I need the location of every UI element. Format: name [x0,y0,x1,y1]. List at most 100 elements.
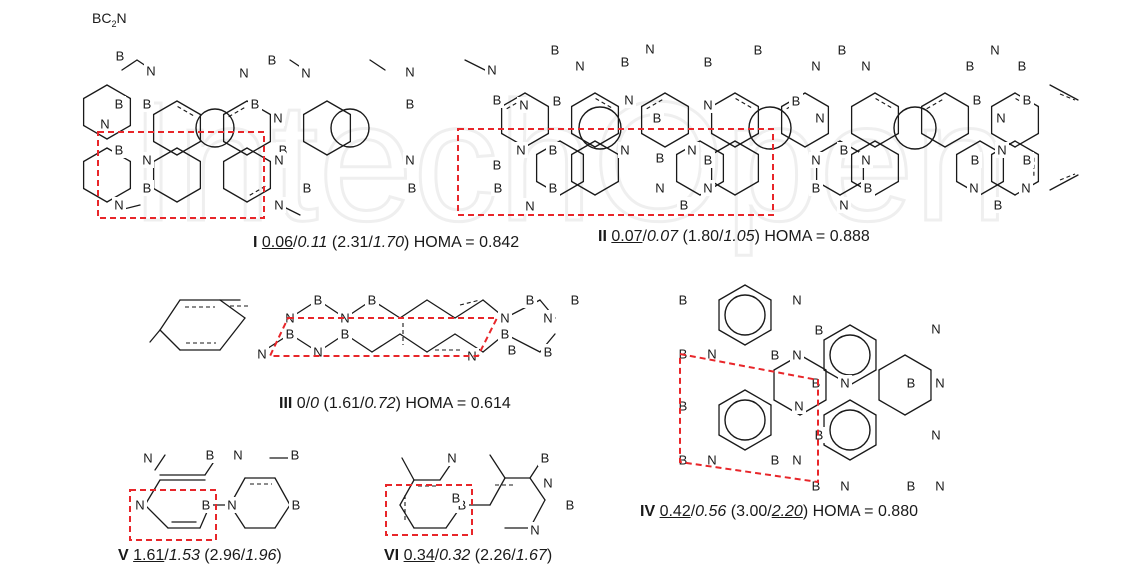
boron-atom: B [202,498,211,513]
boron-atom: B [815,323,824,338]
atom-mask [365,292,379,308]
atom-mask [490,157,504,173]
aromatic-bond [247,185,266,197]
nitrogen-atom: N [794,399,803,414]
atom-mask [272,152,286,168]
boron-atom: B [508,343,517,358]
atom-mask [311,292,325,308]
bond [144,479,161,506]
boron-atom: B [501,327,510,342]
nitrogen-atom: N [931,428,940,443]
nitrogen-atom: N [543,311,552,326]
atom-mask [541,475,555,491]
bond [274,477,291,506]
atom-mask [403,96,417,112]
atom-mask [809,58,823,74]
bond [744,329,772,346]
boron-atom: B [771,453,780,468]
atom-mask [112,96,126,112]
bond [399,479,415,506]
bond [710,132,736,148]
boron-atom: B [704,153,713,168]
nitrogen-atom: N [114,198,123,213]
bond [399,504,415,529]
nitrogen-atom: N [239,66,248,81]
bond [82,84,108,100]
boron-atom: B [268,53,277,68]
boron-atom: B [973,93,982,108]
atom-mask [929,321,943,337]
boron-atom: B [549,143,558,158]
bond [699,140,725,156]
atom-mask [528,522,542,538]
bond [734,180,760,196]
aromatic-ring [829,409,871,451]
nitrogen-atom: N [405,153,414,168]
nitrogen-atom: N [840,376,849,391]
highlight-box [129,489,217,541]
nitrogen-atom: N [257,347,266,362]
bond [82,147,108,163]
atom-mask [809,152,823,168]
atom-mask [701,97,715,113]
bond [176,100,202,116]
atom-mask [541,344,555,360]
atom-mask [140,180,154,196]
caption-III: III 0/0 (1.61/0.72) HOMA = 0.614 [279,395,511,412]
caption-VI: VI 0.34/0.32 (2.26/1.67) [384,547,553,564]
bond [979,180,1005,196]
aromatic-ring [829,334,871,376]
nitrogen-atom: N [969,181,978,196]
caption-V: V 1.61/1.53 (2.96/1.96) [118,547,282,564]
bond [734,140,760,156]
boron-atom: B [907,479,916,494]
bond [222,100,248,116]
atom-mask [751,42,765,58]
bond [823,444,851,461]
bond [559,140,585,156]
boron-atom: B [571,293,580,308]
bond [570,140,596,156]
bond [489,454,506,479]
nitrogen-atom: N [233,448,242,463]
bond [744,284,772,301]
atom-mask [449,490,463,506]
highlight-box [97,131,265,219]
atom-mask [837,142,851,158]
nitrogen-atom: N [1021,181,1030,196]
boron-atom: B [864,181,873,196]
bond [944,92,970,108]
atom-mask [701,180,715,196]
bond [246,147,272,163]
bond [401,457,415,481]
boron-atom: B [116,49,125,64]
bond [849,324,877,341]
aromatic-bond [1059,173,1076,181]
bond [990,92,1016,108]
boron-atom: B [115,97,124,112]
atom-mask [653,150,667,166]
nitrogen-atom: N [227,498,236,513]
formula-label: BC2N [92,10,127,29]
bond [990,132,1016,148]
bond [718,389,746,406]
nitrogen-atom: N [792,293,801,308]
bond [849,369,877,386]
atom-mask [705,346,719,362]
atom-mask [113,48,127,64]
atom-mask [835,42,849,58]
atom-mask [809,180,823,196]
boron-atom: B [493,158,502,173]
atom-mask [538,450,552,466]
nitrogen-atom: N [135,498,144,513]
caption-I: I 0.06/0.11 (2.31/1.70) HOMA = 0.842 [253,234,520,251]
caption-II: II 0.07/0.07 (1.80/1.05) HOMA = 0.888 [598,228,870,245]
boron-atom: B [792,94,801,109]
bond [246,187,272,203]
nitrogen-atom: N [313,345,322,360]
nitrogen-atom: N [931,322,940,337]
atom-mask [523,198,537,214]
